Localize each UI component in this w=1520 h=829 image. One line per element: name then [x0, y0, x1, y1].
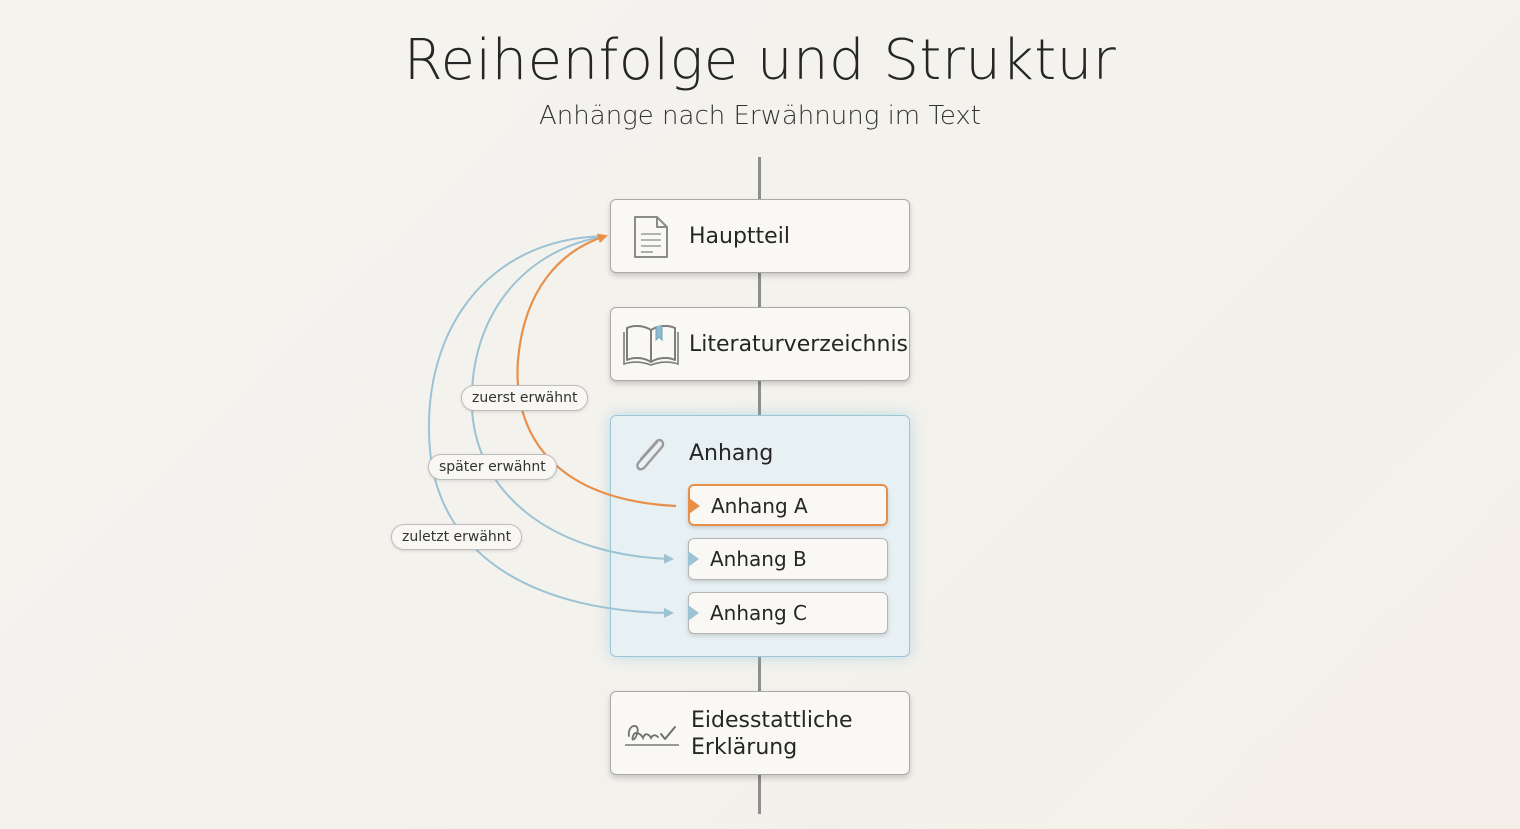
mention-pill-zuletzt: zuletzt erwähnt — [391, 524, 523, 550]
appendix-a-label: Anhang A — [711, 494, 808, 518]
document-icon — [631, 214, 671, 264]
appendix-c-marker — [688, 605, 699, 621]
literaturverzeichnis-box: Literaturverzeichnis — [610, 307, 910, 381]
hauptteil-label: Hauptteil — [689, 224, 790, 249]
spine-segment-3 — [758, 656, 761, 692]
erklaerung-box: Eidesstattliche Erklärung — [610, 691, 910, 775]
erklaerung-label-line1: Eidesstattliche — [691, 708, 853, 733]
diagram-subtitle: Anhänge nach Erwähnung im Text — [539, 101, 981, 131]
literaturverzeichnis-label: Literaturverzeichnis — [689, 332, 909, 357]
appendix-b-item[interactable]: Anhang B — [688, 538, 888, 580]
mention-pill-spaeter: später erwähnt — [428, 454, 557, 480]
book-icon — [623, 322, 679, 370]
spine-segment-2 — [758, 380, 761, 416]
appendix-a-marker — [689, 498, 700, 514]
appendix-b-label: Anhang B — [710, 547, 807, 571]
appendix-a-item[interactable]: Anhang A — [688, 484, 888, 526]
hauptteil-box: Hauptteil — [610, 199, 910, 273]
appendix-b-marker — [688, 551, 699, 567]
arc-zuletzt — [428, 235, 674, 618]
diagram-title: Reihenfolge und Struktur — [403, 28, 1117, 93]
spine-top — [758, 157, 761, 199]
spine-bottom — [758, 774, 761, 814]
mention-pill-zuerst: zuerst erwähnt — [461, 385, 589, 411]
signature-icon — [623, 716, 681, 756]
appendix-c-label: Anhang C — [710, 601, 807, 625]
spine-segment-1 — [758, 272, 761, 308]
anhang-label: Anhang — [689, 441, 774, 466]
arc-zuerst — [516, 233, 677, 508]
paperclip-icon — [627, 432, 671, 480]
erklaerung-label-line2: Erklärung — [691, 735, 798, 760]
appendix-c-item[interactable]: Anhang C — [688, 592, 888, 634]
